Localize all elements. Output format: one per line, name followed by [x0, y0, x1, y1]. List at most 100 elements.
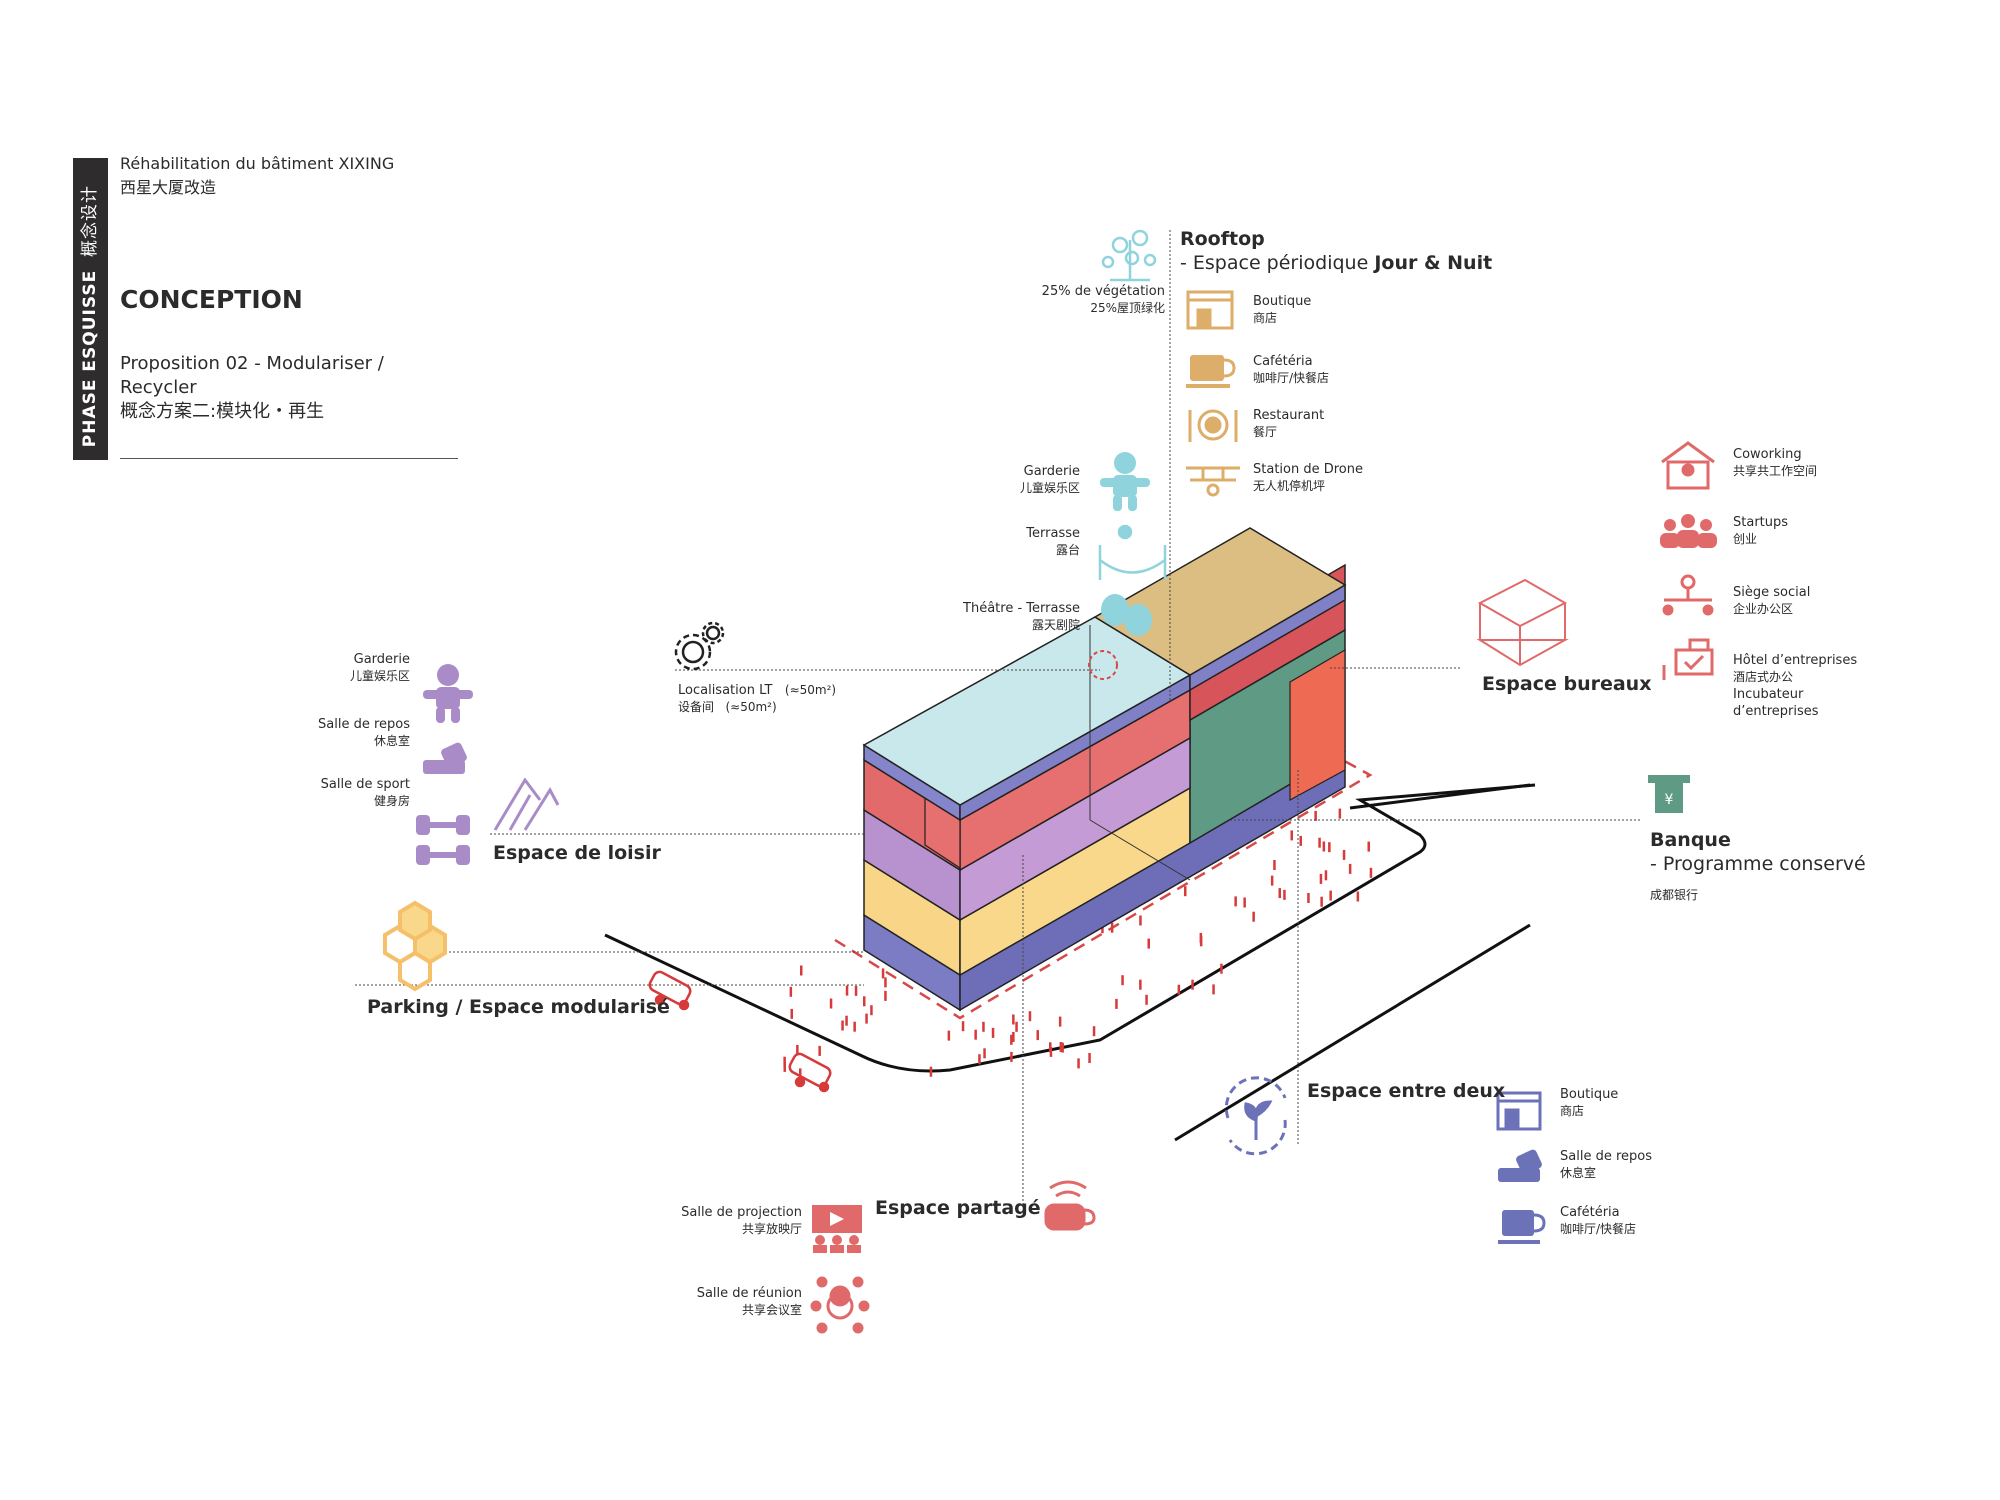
hammock-sun-icon [1098, 524, 1167, 580]
person-mark [1010, 1051, 1013, 1062]
person-mark [974, 1029, 977, 1040]
person-mark [1318, 837, 1321, 848]
dumbbell-icon [416, 815, 470, 865]
coffee-cup-icon [1498, 1210, 1546, 1244]
person-mark [1058, 1016, 1062, 1027]
gear-icon [674, 621, 725, 671]
building-volume [862, 527, 1347, 1012]
meeting-icon [810, 1276, 870, 1334]
car-icon-1 [648, 970, 692, 1011]
person-mark [789, 986, 793, 997]
person-mark [870, 1005, 873, 1016]
person-mark [1369, 867, 1373, 878]
shop-icon [1496, 1091, 1542, 1131]
person-mark [1092, 1026, 1096, 1037]
person-mark [1320, 896, 1323, 907]
project-title-cn: 西星大厦改造 [120, 178, 217, 197]
svg-text:¥: ¥ [1665, 792, 1674, 808]
person-mark [800, 965, 803, 976]
banque-cn: 成都银行 [1650, 888, 1699, 902]
project-title: Réhabilitation du bâtiment XIXING [120, 154, 395, 173]
person-mark [1252, 911, 1255, 922]
proposition-cn: 概念方案二:模块化・再生 [120, 401, 325, 422]
person-mark [790, 1008, 793, 1019]
people-marks [783, 806, 1373, 1079]
section-title: CONCEPTION [120, 285, 303, 314]
person-mark [884, 990, 887, 1001]
person-mark [929, 1066, 933, 1077]
drone-icon [1186, 466, 1240, 497]
person-mark [1299, 835, 1302, 846]
person-mark [1199, 936, 1203, 947]
bureaux-title: Espace bureaux [1482, 673, 1652, 695]
person-mark [1115, 998, 1118, 1009]
person-mark [1177, 984, 1181, 995]
armchair-icon [423, 742, 467, 774]
loisir-title: Espace de loisir [493, 842, 661, 864]
person-mark [845, 985, 849, 996]
person-mark [947, 1030, 951, 1041]
person-mark [884, 977, 887, 988]
street-line-top [1349, 783, 1531, 810]
building-hidden-base [1089, 819, 1191, 881]
person-mark [1147, 938, 1150, 949]
armchair-icon [1498, 1149, 1542, 1182]
person-mark [1212, 984, 1215, 995]
person-mark [863, 996, 866, 1007]
person-mark [1234, 896, 1237, 907]
desk-icon [1662, 638, 1714, 680]
gingerbread-icon [1100, 452, 1150, 511]
person-mark [1139, 915, 1142, 926]
headquarter-icon [1662, 574, 1714, 616]
person-mark [853, 1021, 856, 1032]
person-mark [1191, 979, 1194, 990]
person-mark [1342, 849, 1346, 860]
person-mark [1307, 893, 1310, 903]
entre-deux-title: Espace entre deux [1307, 1080, 1506, 1102]
person-mark [1015, 1021, 1018, 1032]
person-mark [845, 1015, 848, 1026]
leader-lines [355, 230, 1640, 1205]
person-mark [881, 968, 885, 979]
person-mark [1273, 860, 1276, 870]
vegetation-icon [1101, 229, 1157, 282]
bank-atm-icon: ¥ [1648, 775, 1690, 813]
person-mark [1356, 891, 1360, 902]
person-mark [1348, 863, 1352, 874]
person-mark [982, 1021, 985, 1032]
office-room-icon [1476, 578, 1569, 667]
parking-title: Parking / Espace modularisé [367, 996, 670, 1018]
person-mark [1139, 979, 1142, 990]
person-mark [1290, 830, 1293, 841]
hexagon-module-icon [383, 900, 447, 992]
person-mark [1278, 888, 1281, 899]
person-mark [854, 985, 858, 996]
person-mark [1012, 1032, 1015, 1042]
person-mark [1220, 963, 1223, 974]
footprint-dashed [834, 688, 1373, 1020]
proposition-line2: Recycler [120, 377, 197, 398]
wifi-cup-icon [1044, 1180, 1096, 1231]
banque-subtitle: - Programme conservé [1650, 853, 1866, 875]
person-mark [829, 998, 833, 1009]
person-mark [983, 1048, 986, 1059]
person-mark [783, 1056, 786, 1067]
vegetation-text: 25% de végétation [1041, 284, 1165, 299]
person-mark [1110, 922, 1114, 933]
banque-title: Banque [1650, 829, 1731, 851]
shop-icon [1186, 290, 1234, 330]
